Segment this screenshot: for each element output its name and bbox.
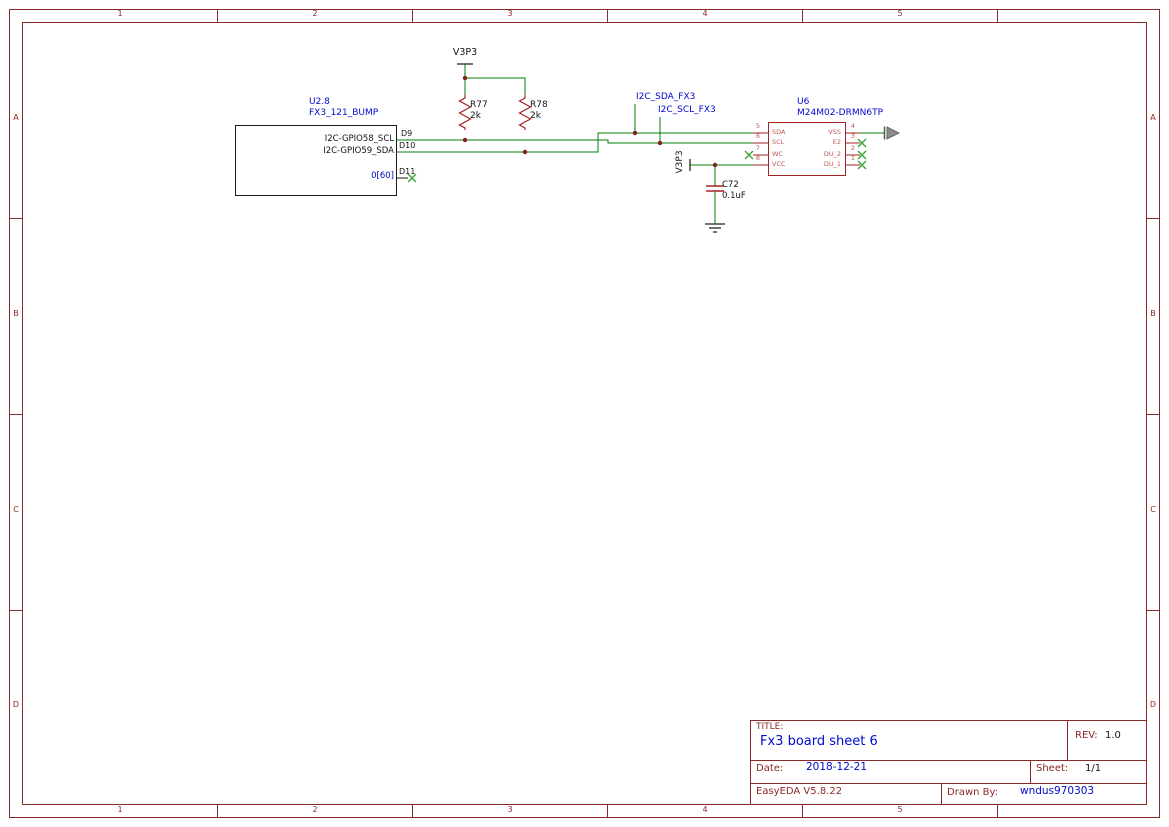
u6-pin-name: DU_2 bbox=[823, 150, 841, 158]
frame-col-label: 1 bbox=[117, 9, 123, 18]
frame-row-label: A bbox=[1150, 113, 1156, 122]
u6-pin-number: 7 bbox=[755, 144, 761, 152]
u6-pin-number: 2 bbox=[850, 144, 856, 152]
frame-col-label: 2 bbox=[312, 805, 318, 814]
frame-col-label: 2 bbox=[312, 9, 318, 18]
ic-u6-symbol[interactable] bbox=[753, 122, 860, 176]
frame-col-label: 5 bbox=[897, 805, 903, 814]
nc-d11 bbox=[407, 173, 417, 183]
u6-pin-name: VCC bbox=[772, 160, 786, 168]
wire-sda[interactable] bbox=[397, 132, 753, 153]
ic-u2-symbol[interactable] bbox=[235, 125, 409, 196]
wire-v3p3-pullups[interactable] bbox=[464, 64, 526, 95]
u6-value[interactable]: M24M02-DRMN6TP bbox=[797, 108, 884, 118]
u6-pin-name: WC bbox=[772, 150, 783, 158]
r78-ref[interactable]: R78 bbox=[530, 100, 548, 110]
frame-row-label: D bbox=[12, 700, 20, 709]
u6-pin-name: VSS bbox=[828, 128, 841, 136]
no-connect-marks[interactable] bbox=[407, 138, 867, 183]
titleblock-drawnby-label: Drawn By: bbox=[947, 787, 999, 798]
r78-value[interactable]: 2k bbox=[530, 111, 541, 121]
titleblock-rev[interactable]: 1.0 bbox=[1105, 730, 1121, 741]
power-flag-bars bbox=[457, 63, 691, 171]
v3p3-net-flag-label[interactable]: V3P3 bbox=[452, 47, 478, 58]
frame-row-label: C bbox=[1150, 505, 1156, 514]
v3p3-net-flag-vcc-label[interactable]: V3P3 bbox=[675, 150, 686, 174]
u6-pin-number: 8 bbox=[755, 154, 761, 162]
capacitor-c72-symbol[interactable] bbox=[706, 185, 724, 192]
c72-ref[interactable]: C72 bbox=[722, 180, 739, 190]
frame-row-label: A bbox=[13, 113, 19, 122]
c72-value[interactable]: 0.1uF bbox=[722, 191, 746, 201]
nc-du1 bbox=[857, 160, 867, 170]
resistor-r78-symbol[interactable] bbox=[518, 95, 532, 130]
u2-pin-name-scl: I2C-GPIO58_SCL bbox=[324, 134, 394, 144]
titleblock-date-label: Date: bbox=[756, 763, 784, 774]
resistor-r77-symbol[interactable] bbox=[458, 95, 472, 130]
u6-pin-name: E2 bbox=[832, 138, 841, 146]
frame-col-label: 5 bbox=[897, 9, 903, 18]
frame-row-label: C bbox=[13, 505, 19, 514]
net-label-scl[interactable]: I2C_SCL_FX3 bbox=[658, 105, 716, 115]
u6-pin-number: 5 bbox=[755, 122, 761, 130]
titleblock-sheet-label: Sheet: bbox=[1036, 763, 1069, 774]
frame-col-label: 4 bbox=[702, 9, 708, 18]
u6-pin-number: 3 bbox=[850, 132, 856, 140]
u2-value[interactable]: FX3_121_BUMP bbox=[309, 108, 379, 118]
junction-dots bbox=[462, 75, 718, 168]
frame-col-label: 4 bbox=[702, 805, 708, 814]
frame-col-label: 1 bbox=[117, 805, 123, 814]
titleblock-title[interactable]: Fx3 board sheet 6 bbox=[760, 734, 878, 749]
u6-pin-number: 4 bbox=[850, 122, 856, 130]
gnd-flag-icon[interactable] bbox=[883, 126, 901, 140]
frame-row-label: B bbox=[1150, 309, 1156, 318]
u6-ref[interactable]: U6 bbox=[797, 97, 810, 107]
u6-pin-number: 1 bbox=[850, 154, 856, 162]
nc-du2 bbox=[857, 150, 867, 160]
titleblock-tool: EasyEDA V5.8.22 bbox=[756, 786, 843, 797]
nc-wc bbox=[744, 150, 754, 160]
gnd-earth-icon[interactable] bbox=[705, 223, 725, 233]
titleblock-sheet[interactable]: 1/1 bbox=[1085, 763, 1102, 774]
titleblock-title-label: TITLE: bbox=[756, 722, 784, 732]
u2-pin-number-d9: D9 bbox=[401, 129, 413, 138]
u2-pin-name-sda: I2C-GPIO59_SDA bbox=[323, 146, 394, 156]
net-label-sda[interactable]: I2C_SDA_FX3 bbox=[636, 92, 696, 102]
u6-pin-name: SCL bbox=[772, 138, 785, 146]
u2-ref[interactable]: U2.8 bbox=[309, 97, 330, 107]
frame-col-label: 3 bbox=[507, 9, 513, 18]
title-block-grid bbox=[750, 720, 1147, 805]
r77-ref[interactable]: R77 bbox=[470, 100, 488, 110]
nc-e2 bbox=[857, 138, 867, 148]
u6-pin-name: SDA bbox=[772, 128, 786, 136]
frame-row-label: D bbox=[1149, 700, 1157, 709]
titleblock-drawnby[interactable]: wndus970303 bbox=[1020, 785, 1095, 797]
titleblock-rev-label: REV: bbox=[1075, 730, 1098, 741]
sheet-frame bbox=[9, 9, 1160, 818]
frame-col-label: 3 bbox=[507, 805, 513, 814]
wires[interactable] bbox=[397, 64, 884, 224]
u6-pin-number: 6 bbox=[755, 132, 761, 140]
r77-value[interactable]: 2k bbox=[470, 111, 481, 121]
frame-ticks bbox=[9, 9, 1160, 818]
u2-pin-number-d10: D10 bbox=[399, 141, 416, 150]
frame-row-label: B bbox=[13, 309, 19, 318]
u6-pin-name: DU_1 bbox=[823, 160, 841, 168]
titleblock-date[interactable]: 2018-12-21 bbox=[806, 761, 868, 773]
wire-scl[interactable] bbox=[397, 139, 753, 144]
u2-pin-number-d11: D11 bbox=[399, 167, 416, 176]
u2-pin-name-bus: 0[60] bbox=[371, 171, 394, 181]
